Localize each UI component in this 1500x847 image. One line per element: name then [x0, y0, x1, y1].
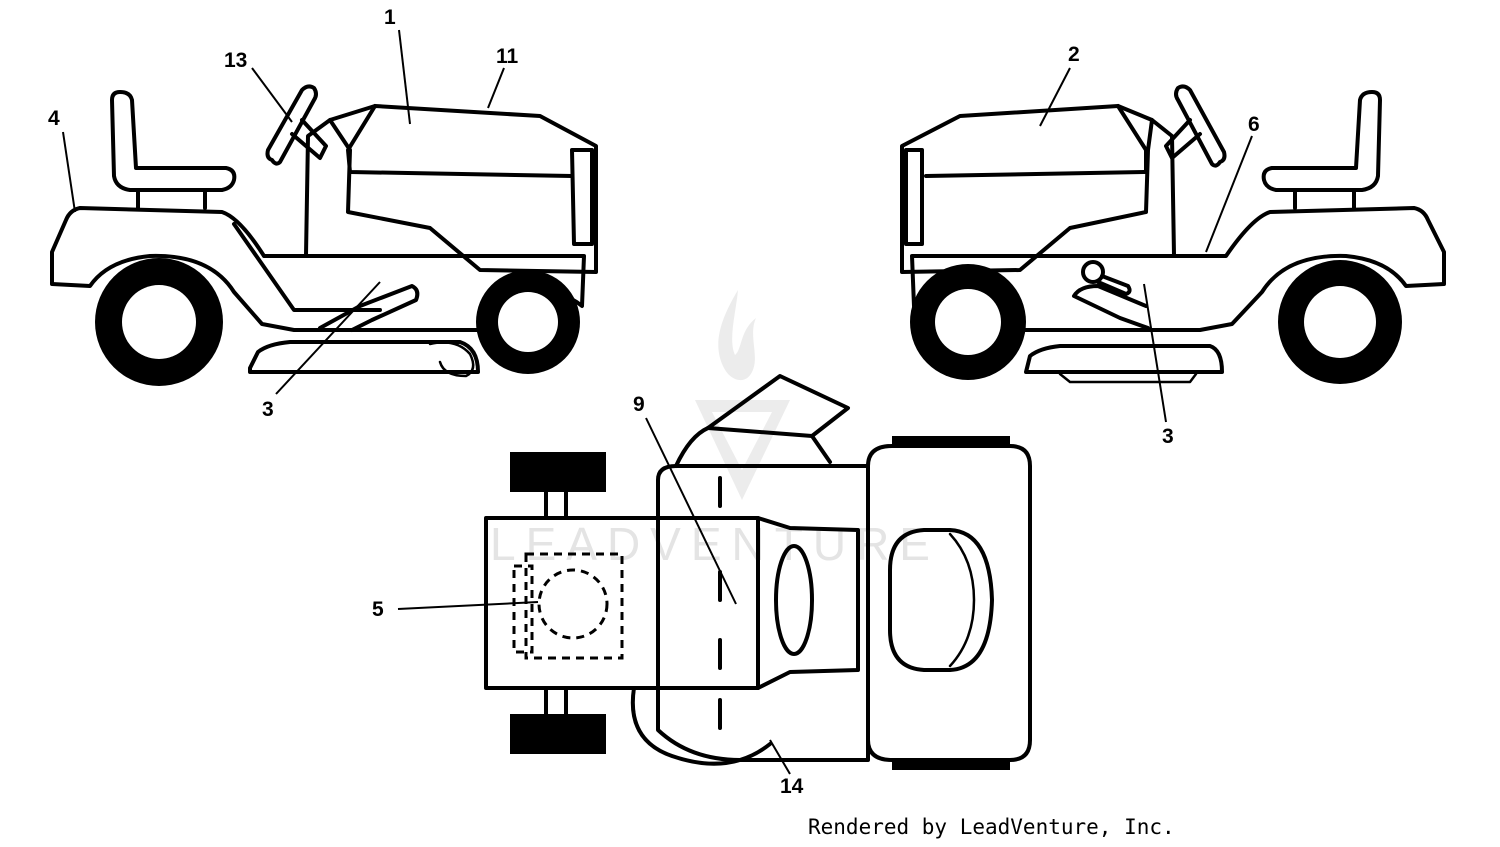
watermark-flame-icon [718, 290, 756, 381]
dash-panel [1150, 118, 1176, 257]
seat-back [1261, 90, 1382, 192]
grille [904, 148, 924, 246]
front-hub [498, 292, 558, 352]
steering-wheel [1174, 84, 1227, 168]
callout-1: 1 [384, 6, 396, 29]
render-credit: Rendered by LeadVenture, Inc. [808, 815, 1175, 839]
leader-11 [487, 67, 505, 109]
seat-top [888, 528, 994, 672]
deck-lower-arc [630, 686, 772, 766]
callout-3-left: 3 [262, 398, 274, 421]
leader-1 [398, 29, 411, 125]
seat-post [1293, 188, 1356, 210]
seat-post [136, 188, 207, 210]
deck-skirt [1058, 372, 1198, 384]
lift-lever-knob [1081, 260, 1105, 284]
leader-14 [769, 739, 791, 775]
air-filter-outline [537, 568, 609, 640]
steering-column [1164, 118, 1202, 160]
chute-fold [706, 426, 814, 438]
discharge-chute-top [674, 374, 850, 468]
grille [570, 148, 594, 246]
callout-6: 6 [1248, 113, 1260, 136]
seat-back [110, 90, 237, 192]
leader-lines [62, 29, 1253, 775]
front-axle [544, 490, 568, 716]
callout-9: 9 [633, 393, 645, 416]
watermark-chevron-icon [695, 400, 790, 500]
leader-3-left [275, 281, 381, 395]
mower-deck [248, 340, 480, 374]
callout-11: 11 [496, 45, 519, 68]
leader-3-right [1143, 283, 1167, 423]
leader-9 [645, 417, 737, 605]
callout-4: 4 [48, 107, 60, 130]
steering-wheel-top [774, 544, 814, 656]
pedal [1072, 284, 1150, 330]
dash-panel [304, 118, 332, 257]
tractor-right-side-view [900, 84, 1446, 384]
callout-3-right: 3 [1162, 425, 1174, 448]
front-wheel-bottom [510, 714, 606, 754]
hood-line [346, 104, 574, 178]
hood-top [484, 516, 860, 690]
rear-hub [1304, 286, 1376, 358]
engine-outline [524, 552, 624, 660]
callout-5: 5 [372, 598, 384, 621]
callout-2: 2 [1068, 43, 1080, 66]
callout-labels: 1 11 13 4 3 2 6 3 9 5 14 [48, 6, 1260, 798]
tractor-left-side-view [50, 84, 598, 386]
pedal [318, 284, 420, 332]
callout-13: 13 [224, 49, 247, 72]
rear-body-top [866, 444, 1032, 762]
steering-wheel [265, 84, 318, 166]
discharge-chute [428, 341, 475, 378]
rear-tire-bottom [892, 758, 1010, 770]
leader-6 [1205, 135, 1253, 253]
engine-inner-outline [512, 564, 534, 654]
front-hub [935, 289, 1001, 355]
front-wheel-top [510, 452, 606, 492]
rear-hub [122, 285, 196, 359]
hood-line [924, 104, 1148, 178]
mower-deck [1024, 344, 1224, 374]
leader-13 [251, 67, 293, 123]
hood [328, 104, 598, 274]
leader-4 [62, 131, 76, 213]
callout-14: 14 [780, 775, 804, 798]
rear-tire-top [892, 436, 1010, 448]
tractor-top-view [484, 374, 1032, 770]
hood [900, 104, 1154, 274]
lift-lever [1096, 274, 1132, 296]
leader-2 [1039, 67, 1071, 127]
leader-5 [397, 601, 539, 610]
seat-back-curve [948, 532, 976, 668]
